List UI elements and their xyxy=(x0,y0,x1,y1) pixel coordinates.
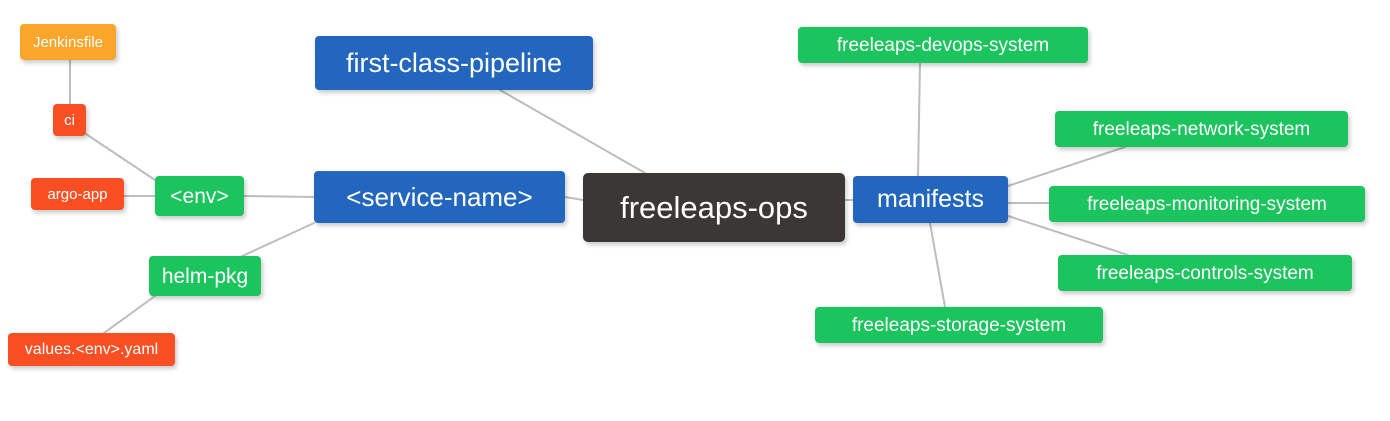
node-helm-pkg[interactable]: helm-pkg xyxy=(149,256,261,296)
node-freeleaps-ops[interactable]: freeleaps-ops xyxy=(583,173,845,242)
edge-ci-to-env xyxy=(85,133,156,181)
edge-manifests-to-storage-system xyxy=(929,222,946,308)
node-manifests[interactable]: manifests xyxy=(853,176,1008,223)
edge-manifests-to-controls-system xyxy=(1007,215,1129,256)
edge-service-name-to-helm-pkg xyxy=(237,222,315,259)
node-argo-app[interactable]: argo-app xyxy=(31,178,124,210)
node-network-system[interactable]: freeleaps-network-system xyxy=(1055,111,1348,147)
edge-manifests-to-devops-system xyxy=(917,62,921,177)
node-jenkinsfile[interactable]: Jenkinsfile xyxy=(20,24,116,60)
edge-service-name-to-freeleaps-ops xyxy=(564,196,584,201)
edge-env-to-service-name xyxy=(243,195,315,198)
edge-manifests-to-network-system xyxy=(1007,146,1126,187)
node-controls-system[interactable]: freeleaps-controls-system xyxy=(1058,255,1352,291)
node-monitoring-system[interactable]: freeleaps-monitoring-system xyxy=(1049,186,1365,222)
node-values-yaml[interactable]: values.<env>.yaml xyxy=(8,333,175,366)
edge-first-class-pipeline-to-freeleaps-ops xyxy=(499,89,646,174)
node-storage-system[interactable]: freeleaps-storage-system xyxy=(815,307,1103,343)
node-first-class-pipeline[interactable]: first-class-pipeline xyxy=(315,36,593,90)
node-env[interactable]: <env> xyxy=(155,176,244,216)
node-devops-system[interactable]: freeleaps-devops-system xyxy=(798,27,1088,63)
node-ci[interactable]: ci xyxy=(53,104,86,136)
node-service-name[interactable]: <service-name> xyxy=(314,171,565,223)
